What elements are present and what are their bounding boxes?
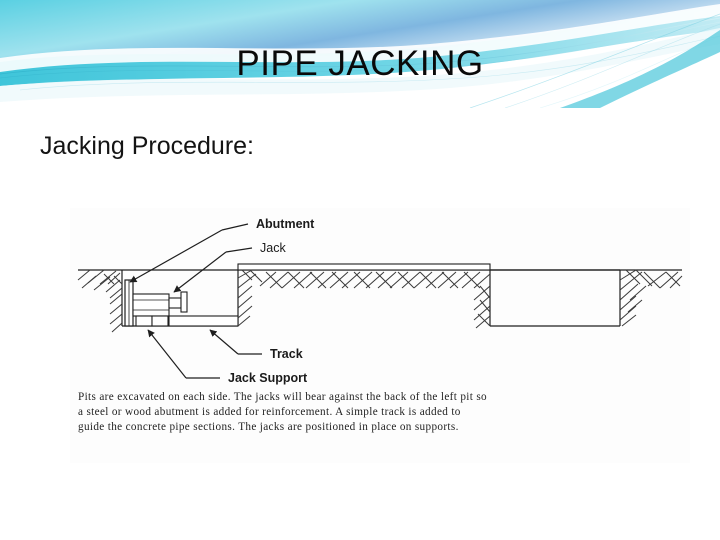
pipe-jacking-diagram: Abutment Jack Track Jack Support Pits ar…	[70, 208, 690, 463]
jack-cylinder	[132, 293, 170, 317]
caption-line-1: Pits are excavated on each side. The jac…	[78, 391, 487, 403]
label-jack-support: Jack Support	[228, 371, 308, 385]
leader-abutment-tail	[221, 223, 249, 231]
label-jack: Jack	[260, 241, 286, 255]
leader-jack	[173, 251, 227, 293]
page-title: PIPE JACKING	[236, 44, 484, 83]
soil-hatching	[77, 269, 683, 333]
leader-jack-support	[147, 329, 187, 379]
section-subtitle: Jacking Procedure:	[40, 132, 255, 160]
leader-track	[209, 329, 239, 355]
caption-line-3: guide the concrete pipe sections. The ja…	[78, 421, 459, 433]
jack-ram	[168, 297, 182, 309]
figure-background	[70, 208, 690, 463]
jack-ram-head	[180, 291, 188, 313]
leader-abutment	[129, 229, 223, 283]
track-rail	[168, 315, 239, 327]
leader-jack-tail	[225, 247, 253, 253]
jack-support-block-left	[135, 315, 153, 327]
pipe-jacking-figure: Abutment Jack Track Jack Support Pits ar…	[70, 208, 690, 463]
pipe-section	[237, 263, 491, 271]
label-abutment: Abutment	[256, 217, 315, 231]
label-track: Track	[270, 347, 303, 361]
callout-leaders	[129, 223, 262, 379]
caption-line-2: a steel or wood abutment is added for re…	[78, 406, 461, 418]
jack-support-block-right	[151, 315, 169, 327]
